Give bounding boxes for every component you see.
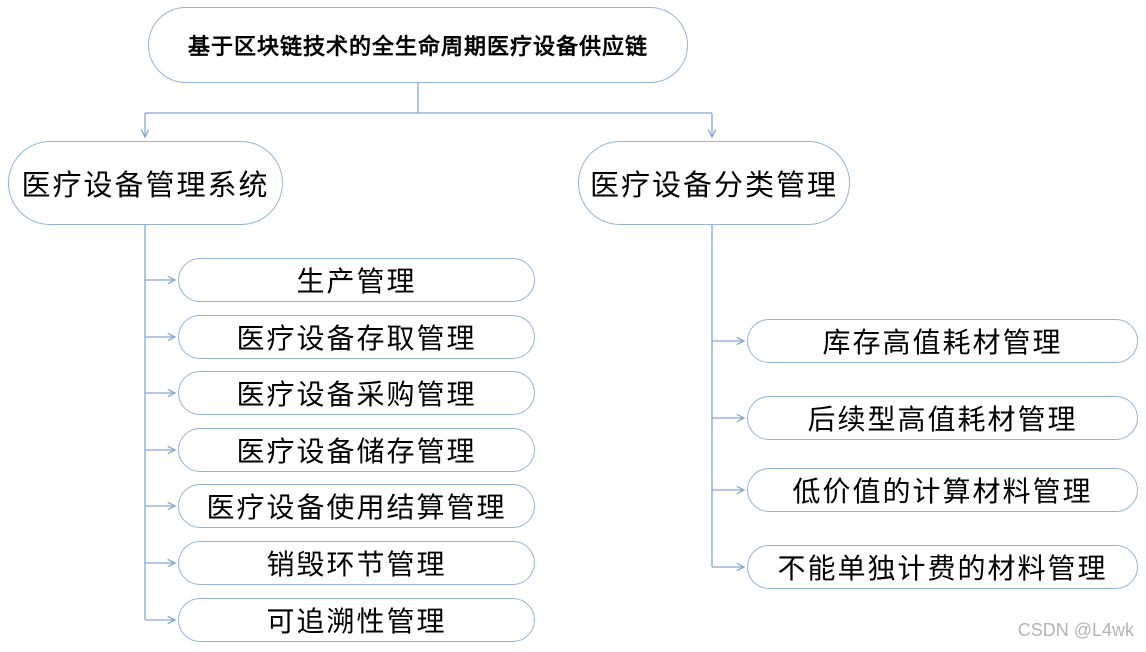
leaf-node-follow-up-high-value-consumables: 后续型高值耗材管理 [747, 396, 1138, 440]
leaf-node-label: 销毁环节管理 [266, 548, 447, 581]
leaf-node-device-procurement-management: 医疗设备采购管理 [178, 371, 535, 415]
leaf-node-label: 医疗设备采购管理 [236, 378, 477, 411]
leaf-node-label: 可追溯性管理 [266, 605, 447, 638]
leaf-node-label: 库存高值耗材管理 [822, 326, 1063, 359]
branch-node-label: 医疗设备分类管理 [589, 168, 838, 202]
leaf-node-traceability-management: 可追溯性管理 [178, 598, 535, 642]
leaf-node-label: 低价值的计算材料管理 [792, 475, 1093, 508]
leaf-node-inventory-high-value-consumables: 库存高值耗材管理 [747, 319, 1138, 363]
leaf-node-destruction-management: 销毁环节管理 [178, 541, 535, 585]
leaf-node-low-value-materials-management: 低价值的计算材料管理 [747, 468, 1138, 512]
leaf-node-label: 医疗设备使用结算管理 [206, 491, 507, 524]
leaf-node-label: 医疗设备存取管理 [236, 322, 477, 355]
leaf-node-label: 医疗设备储存管理 [236, 435, 477, 468]
leaf-node-non-chargeable-materials-management: 不能单独计费的材料管理 [747, 545, 1138, 589]
leaf-node-usage-settlement-management: 医疗设备使用结算管理 [178, 484, 535, 528]
leaf-node-label: 生产管理 [296, 265, 417, 298]
leaf-node-device-access-management: 医疗设备存取管理 [178, 315, 535, 359]
root-node-label: 基于区块链技术的全生命周期医疗设备供应链 [187, 34, 648, 60]
leaf-node-label: 后续型高值耗材管理 [807, 403, 1078, 436]
watermark: CSDN @L4wk [1017, 620, 1134, 640]
connector-root-split [145, 83, 712, 114]
branch-node-device-management-system: 医疗设备管理系统 [8, 141, 283, 225]
leaf-node-label: 不能单独计费的材料管理 [777, 552, 1108, 585]
leaf-node-production-management: 生产管理 [178, 258, 535, 302]
root-node: 基于区块链技术的全生命周期医疗设备供应链 [148, 7, 688, 83]
branch-node-device-classification: 医疗设备分类管理 [578, 141, 850, 225]
branch-node-label: 医疗设备管理系统 [21, 168, 270, 202]
leaf-node-device-storage-management: 医疗设备储存管理 [178, 428, 535, 472]
